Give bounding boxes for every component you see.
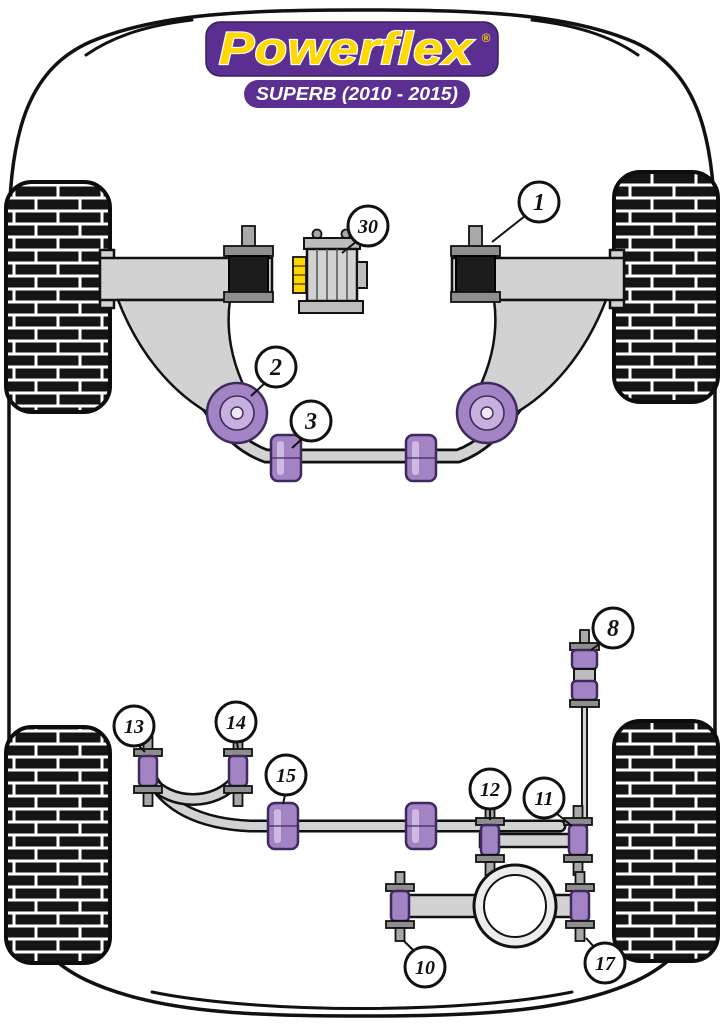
arm-bush-washer-bottom [223, 291, 274, 303]
front-arm-rear-bush-hole [230, 406, 244, 420]
drop-link-stud [579, 629, 590, 645]
callout-30-leader [341, 240, 358, 254]
rear-beam-assembly [402, 863, 584, 949]
engine-mount [292, 228, 368, 314]
callout-14-number: 14 [226, 712, 246, 734]
mount-body [305, 247, 359, 303]
car-body-outline [7, 8, 717, 1018]
body-crease-bottom [150, 990, 574, 1010]
callout-8-number: 8 [607, 616, 619, 642]
callout-17-number: 17 [595, 953, 616, 975]
callout-10-number: 10 [415, 957, 435, 979]
model-banner: SUPERB (2010 - 2015) [244, 80, 470, 108]
model-text: SUPERB (2010 - 2015) [256, 84, 458, 104]
callout-15-number: 15 [276, 765, 296, 787]
callout-1[interactable]: 1 [491, 180, 561, 243]
callout-2-circle [254, 345, 298, 389]
callout-13-circle [112, 704, 156, 748]
front-arb-bush-left [269, 433, 303, 483]
callout-12[interactable]: 12 [468, 767, 512, 820]
wheel-front-left [4, 180, 112, 414]
wheel-rear-left [4, 725, 112, 965]
callout-17-circle [583, 941, 627, 985]
callout-2[interactable]: 2 [250, 345, 298, 397]
callout-3[interactable]: 3 [289, 399, 333, 449]
callout-10-circle [403, 945, 447, 989]
callout-11-number: 11 [535, 788, 554, 810]
drop-link-washer-bottom [569, 699, 600, 708]
mount-base-plate [298, 300, 364, 314]
powerflex-logo: Powerflex ® [205, 21, 499, 77]
callout-12-number: 12 [480, 779, 500, 801]
callout-1-leader [491, 215, 526, 243]
rear-arb-bush-right [404, 801, 438, 851]
model-background [244, 80, 470, 108]
beam-center-hole [483, 874, 547, 938]
callout-13-number: 13 [124, 716, 144, 738]
callout-30[interactable]: 30 [341, 204, 390, 254]
callout-1-number: 1 [533, 190, 545, 216]
callout-15-leader [282, 794, 286, 805]
rear-arb-bush-left [266, 801, 300, 851]
mount-side-tab [356, 261, 368, 289]
drop-link-spacer [573, 668, 596, 682]
callout-8[interactable]: 8 [590, 606, 635, 651]
logo-background [205, 21, 499, 77]
callout-10[interactable]: 10 [402, 939, 447, 989]
callout-1-circle [517, 180, 561, 224]
body-crease-top-left [84, 18, 194, 57]
callout-13[interactable]: 13 [112, 704, 156, 753]
callout-30-circle [346, 204, 390, 248]
callout-12-circle [468, 767, 512, 811]
drop-link-bush-bottom [570, 679, 599, 702]
body-crease-top-right [530, 18, 640, 57]
callout-2-number: 2 [269, 355, 282, 381]
rear-drop-link [569, 629, 600, 708]
callout-17[interactable]: 17 [583, 937, 627, 985]
callout-3-number: 3 [304, 409, 317, 435]
front-arb-bush-right [404, 433, 438, 483]
arm-bush-washer-top [223, 245, 274, 257]
callout-11-leader [555, 812, 573, 827]
callout-11[interactable]: 11 [522, 776, 573, 827]
wheel-front-right [612, 170, 720, 404]
callout-14-circle [214, 700, 258, 744]
wheel-rear-right [612, 719, 720, 963]
callout-3-circle [289, 399, 333, 443]
arm-bush-stud [241, 225, 256, 249]
registered-mark: ® [482, 31, 491, 45]
callout-30-number: 30 [357, 216, 378, 238]
callout-10-leader [402, 939, 415, 952]
drop-link-bush-top [570, 648, 599, 671]
callout-11-circle [522, 776, 566, 820]
mount-ribs [316, 249, 348, 301]
front-left-control-arm [98, 225, 274, 445]
arm-top-bush [228, 255, 269, 295]
callout-14[interactable]: 14 [214, 700, 258, 750]
beam-left-arm [402, 893, 484, 919]
callout-15-circle [264, 753, 308, 797]
callout-8-circle [591, 606, 635, 650]
brand-text: Powerflex [219, 23, 475, 74]
callout-15[interactable]: 15 [264, 753, 308, 805]
mount-yellow-ridges [293, 265, 306, 285]
